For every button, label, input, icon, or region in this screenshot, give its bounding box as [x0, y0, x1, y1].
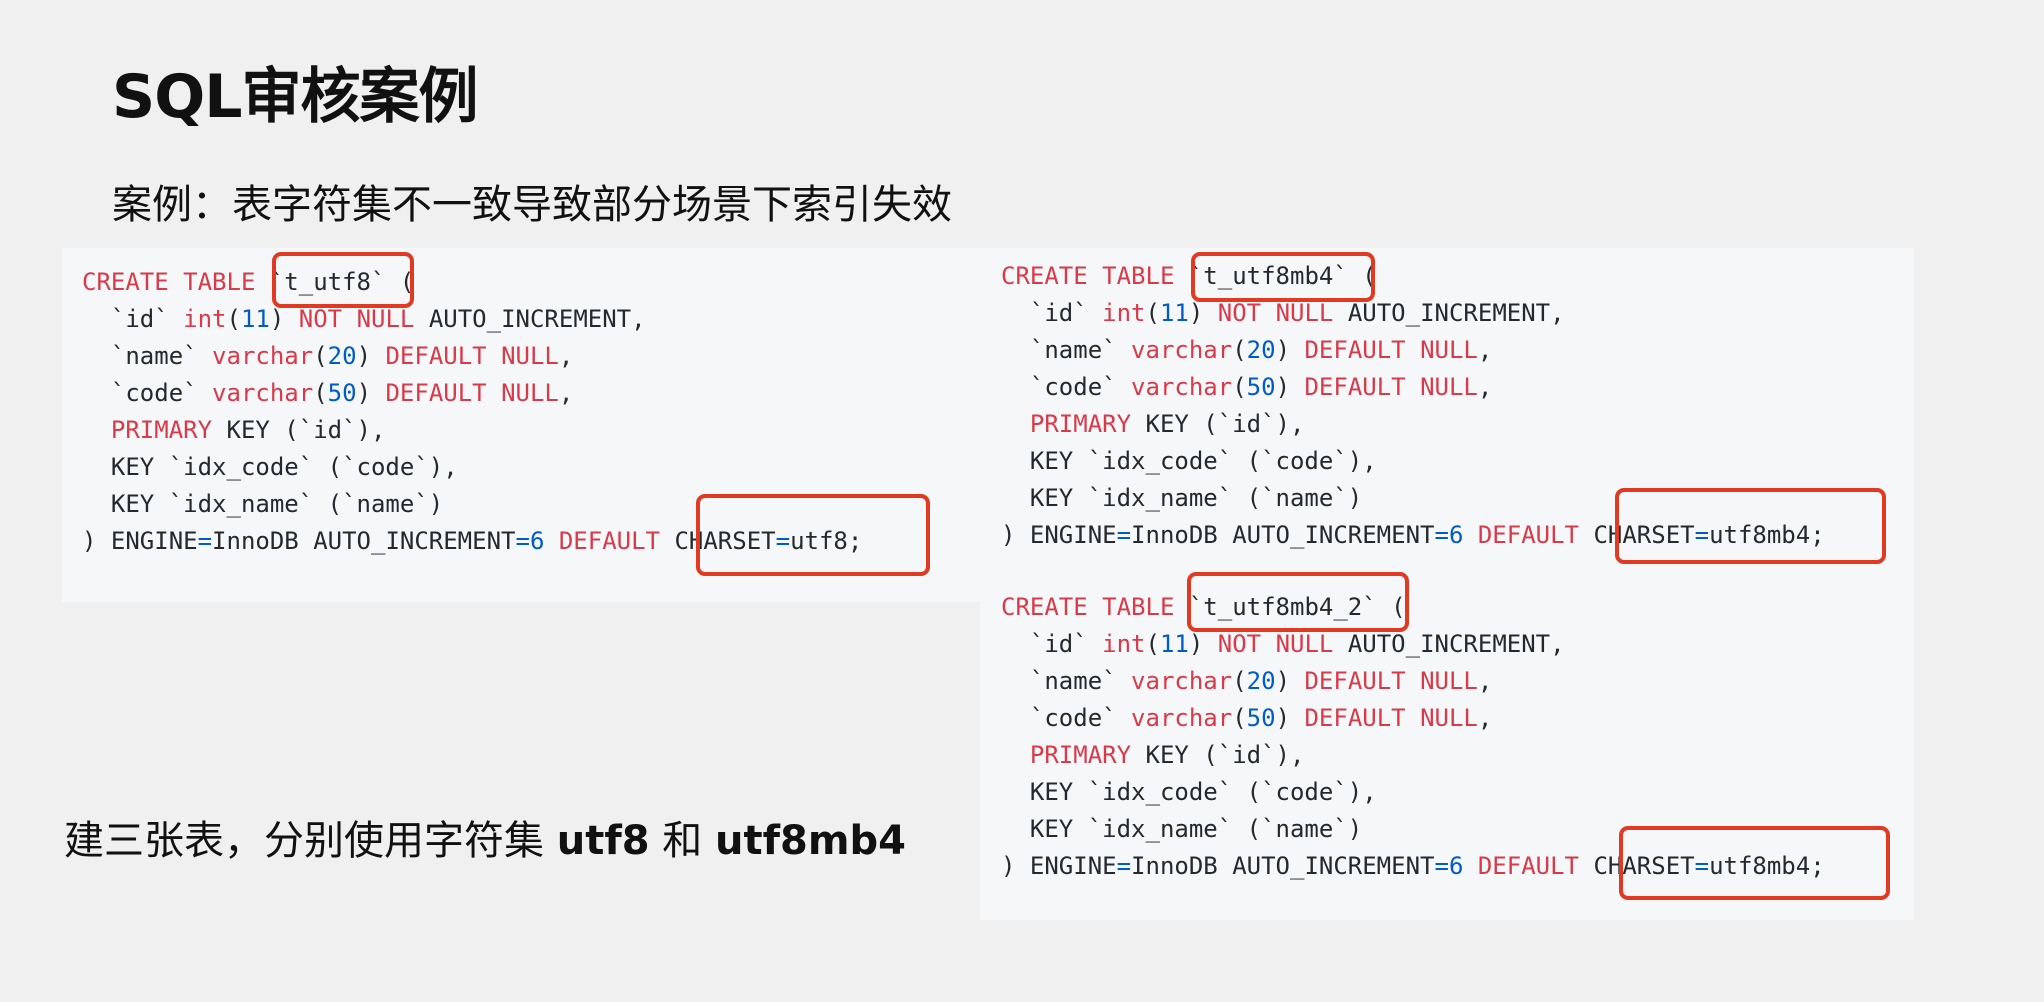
sql-create-t-utf8: CREATE TABLE `t_utf8` ( `id` int(11) NOT…: [82, 268, 863, 555]
sql-create-t-utf8mb4: CREATE TABLE `t_utf8mb4` ( `id` int(11) …: [1001, 262, 1825, 549]
highlight-box-charset-utf8mb4-1: [1615, 488, 1886, 564]
slide-note: 建三张表，分别使用字符集 utf8 和 utf8mb4: [64, 818, 906, 864]
table-name: `t_utf8mb4`: [1188, 262, 1348, 290]
charset-value: utf8mb4: [1709, 852, 1811, 880]
code-panel-left: [62, 248, 982, 602]
table-name: `t_utf8`: [269, 268, 386, 296]
highlight-box-table-t-utf8mb4: [1191, 252, 1375, 302]
charset-utf8mb4-label: utf8mb4: [715, 818, 906, 864]
charset-value: utf8: [790, 527, 848, 555]
highlight-box-table-t-utf8: [272, 252, 414, 308]
highlight-box-charset-utf8: [696, 494, 930, 576]
code-panel-right: [980, 248, 1914, 920]
charset-utf8-label: utf8: [556, 818, 650, 864]
table-name: `t_utf8mb4_2`: [1188, 593, 1377, 621]
sql-create-t-utf8mb4-2: CREATE TABLE `t_utf8mb4_2` ( `id` int(11…: [1001, 593, 1825, 880]
slide-subtitle: 案例：表字符集不一致导致部分场景下索引失效: [112, 182, 952, 228]
highlight-box-table-t-utf8mb4-2: [1187, 572, 1409, 632]
highlight-box-charset-utf8mb4-2: [1619, 826, 1890, 900]
slide-title: SQL审核案例: [112, 62, 478, 132]
charset-value: utf8mb4: [1709, 521, 1811, 549]
